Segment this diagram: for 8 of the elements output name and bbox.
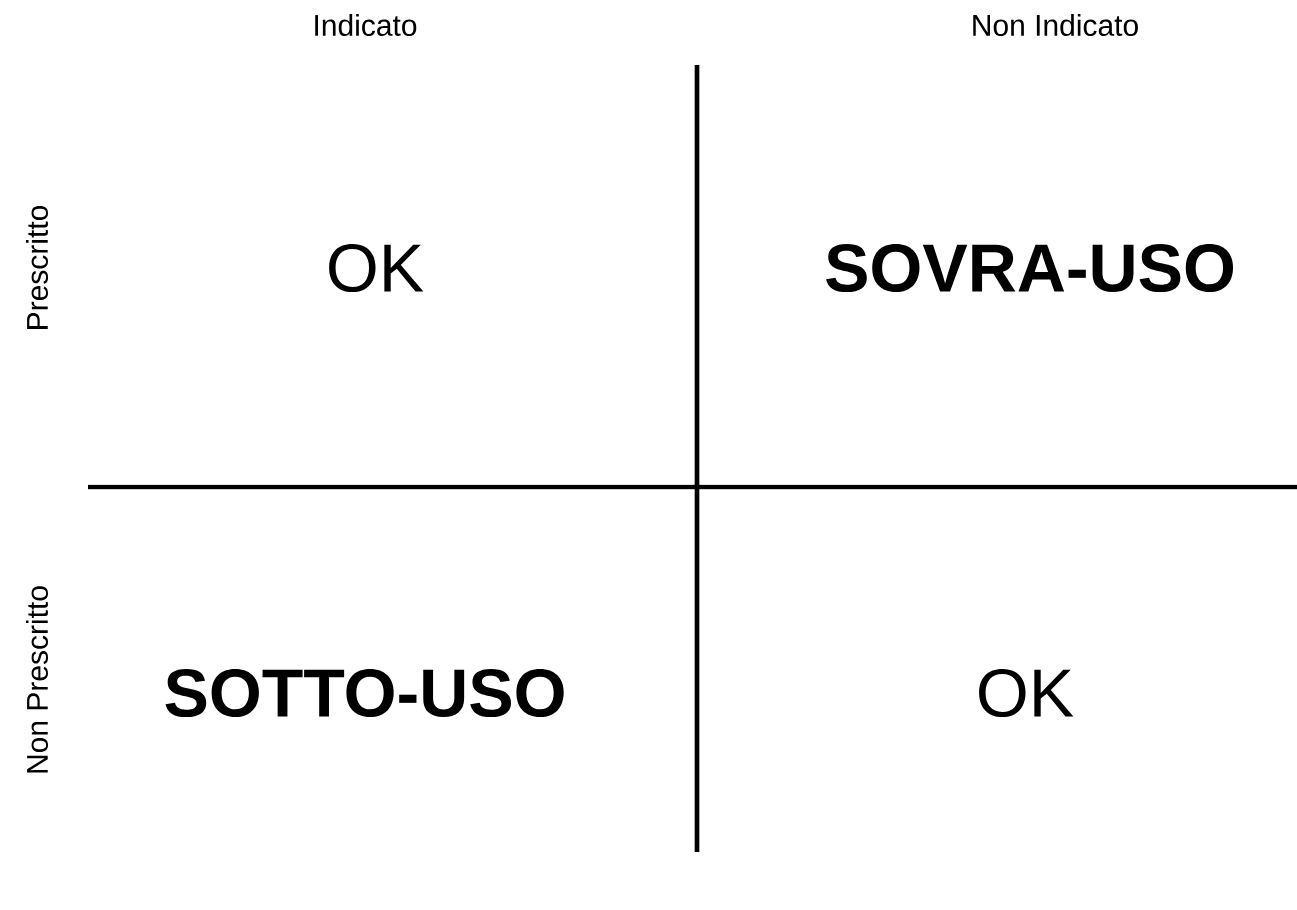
quadrant-label: OK [329,243,424,293]
quadrant-label: SOTTO-USO [165,668,564,718]
row-header: Prescritto [26,205,48,329]
row-header: Non Prescritto [26,586,48,773]
quadrant-label: OK [979,668,1074,718]
quadrant-label: SOVRA-USO [826,243,1234,293]
column-header: Non Indicato [973,13,1138,36]
column-header: Indicato [315,13,417,36]
